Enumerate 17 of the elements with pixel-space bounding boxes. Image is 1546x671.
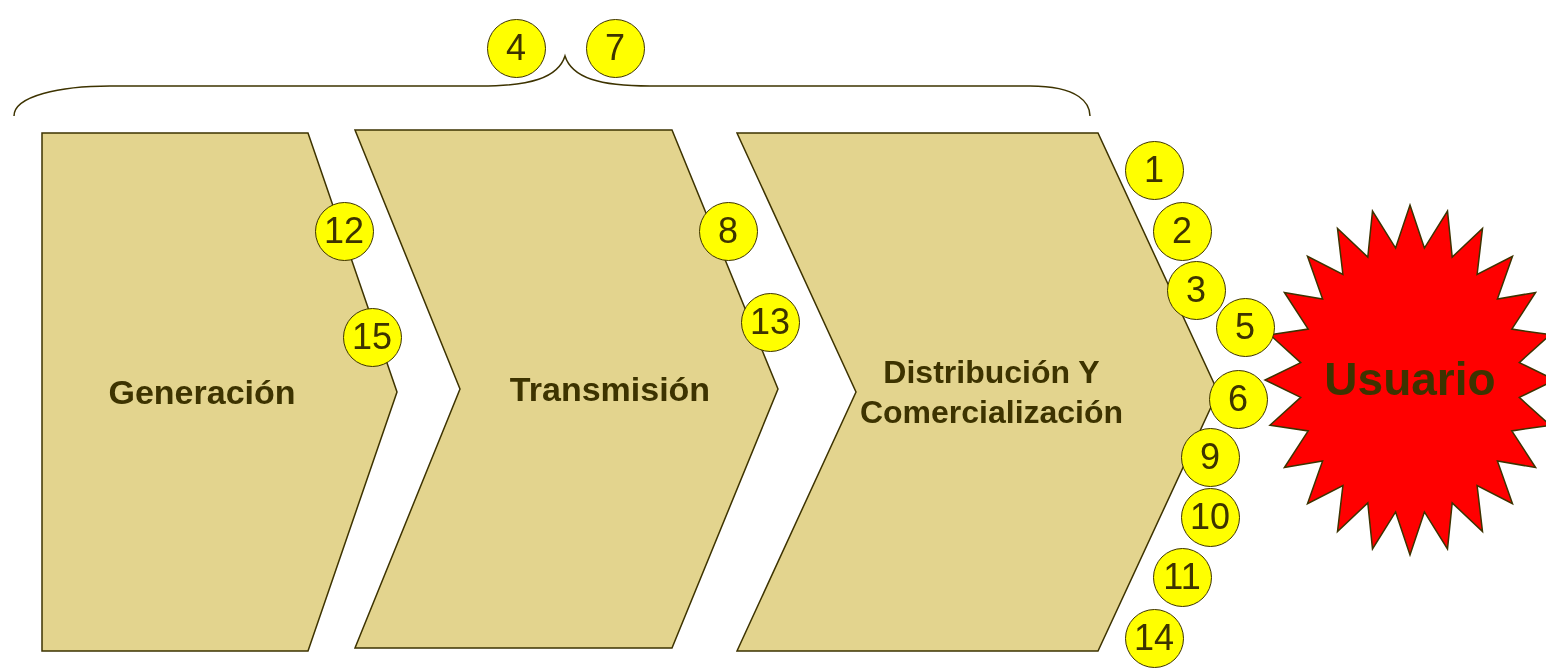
stage-label: Transmisión — [508, 368, 712, 410]
callout-number: 9 — [1180, 427, 1240, 487]
user-label: Usuario — [1323, 352, 1497, 408]
callout-number: 10 — [1180, 487, 1240, 547]
stage-label: Generación — [107, 371, 297, 413]
callout-number: 4 — [486, 18, 546, 78]
callout-number: 14 — [1124, 608, 1184, 668]
stage-label: Distribución Y Comercialización — [858, 353, 1125, 432]
callout-number: 2 — [1152, 201, 1212, 261]
callout-number: 8 — [698, 201, 758, 261]
callout-number: 11 — [1152, 547, 1212, 607]
callout-number: 5 — [1215, 297, 1275, 357]
callout-number: 3 — [1166, 260, 1226, 320]
callout-number: 6 — [1208, 369, 1268, 429]
callout-number: 13 — [740, 292, 800, 352]
callout-number: 1 — [1124, 140, 1184, 200]
callout-number: 7 — [585, 18, 645, 78]
